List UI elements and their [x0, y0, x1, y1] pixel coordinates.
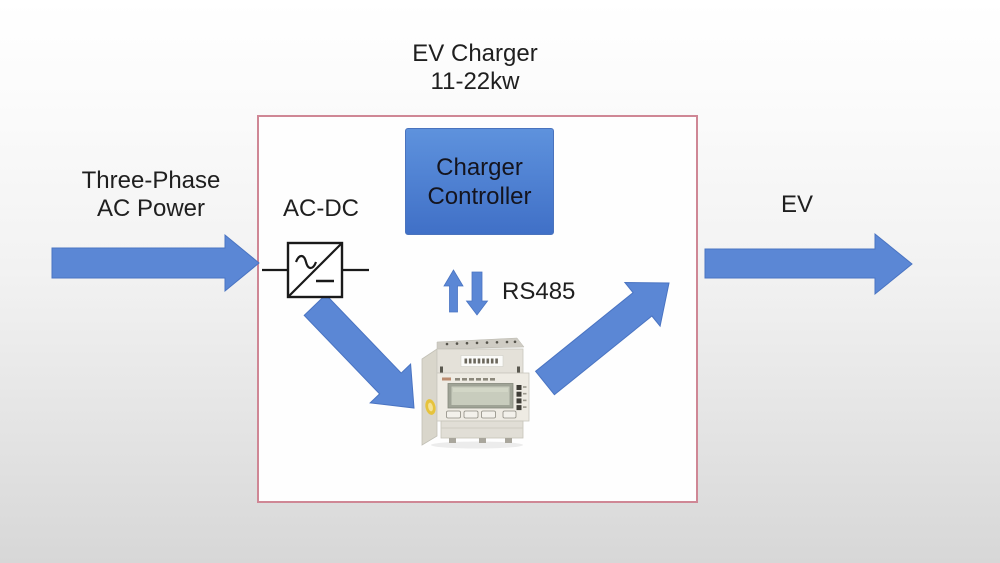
meter-label-text-marks — [464, 358, 498, 364]
bus-updown-arrows — [443, 269, 489, 316]
meter-notch-right — [517, 366, 520, 373]
meter-label-sticker — [460, 355, 504, 367]
meter-feet — [449, 438, 512, 443]
converter-diagonal — [287, 242, 343, 298]
diagram-title: EV Charger 11-22kw — [350, 40, 600, 96]
meter-model-text-marks — [455, 378, 495, 381]
din-rail-energy-meter-image — [421, 337, 530, 449]
right-block-arrow — [704, 232, 913, 296]
ac-dc-converter-icon — [262, 241, 369, 299]
meter-side-face — [421, 348, 438, 446]
output-arrow — [704, 232, 913, 296]
meter-indicator-leds — [516, 385, 527, 411]
meter-shadow — [431, 441, 523, 449]
converter-to-meter-arrow — [303, 293, 415, 409]
down-arrow-icon — [465, 271, 489, 316]
meter-lcd-glare — [453, 388, 508, 392]
meter-buttons — [446, 410, 517, 419]
charger-controller-label-line2: Controller — [427, 182, 532, 210]
meter-to-output-arrow — [534, 281, 670, 396]
charger-controller-box: Charger Controller — [405, 128, 554, 235]
meter-top-screws — [445, 340, 517, 346]
meter-brand-logo-inner — [428, 402, 433, 412]
meter-bottom-block — [440, 420, 524, 439]
up-arrow-icon — [443, 269, 464, 313]
charger-controller-label-line1: Charger — [436, 153, 523, 181]
diagram-title-line2: 11-22kw — [430, 68, 520, 95]
input-power-arrow — [51, 233, 260, 293]
input-power-label-line1: Three-Phase — [81, 167, 221, 194]
bus-label: RS485 — [502, 278, 576, 305]
input-power-label: Three-Phase AC Power — [41, 167, 261, 223]
meter-notch-left — [440, 366, 443, 373]
diagram-title-line1: EV Charger — [412, 40, 538, 67]
right-block-arrow — [51, 233, 260, 293]
converter-label: AC-DC — [283, 195, 359, 222]
meter-top-surface — [436, 337, 525, 350]
output-label: EV — [780, 191, 813, 218]
meter-brand-text-mark — [442, 377, 451, 381]
ac-tilde-glyph — [294, 254, 318, 270]
input-power-label-line2: AC Power — [96, 195, 206, 222]
